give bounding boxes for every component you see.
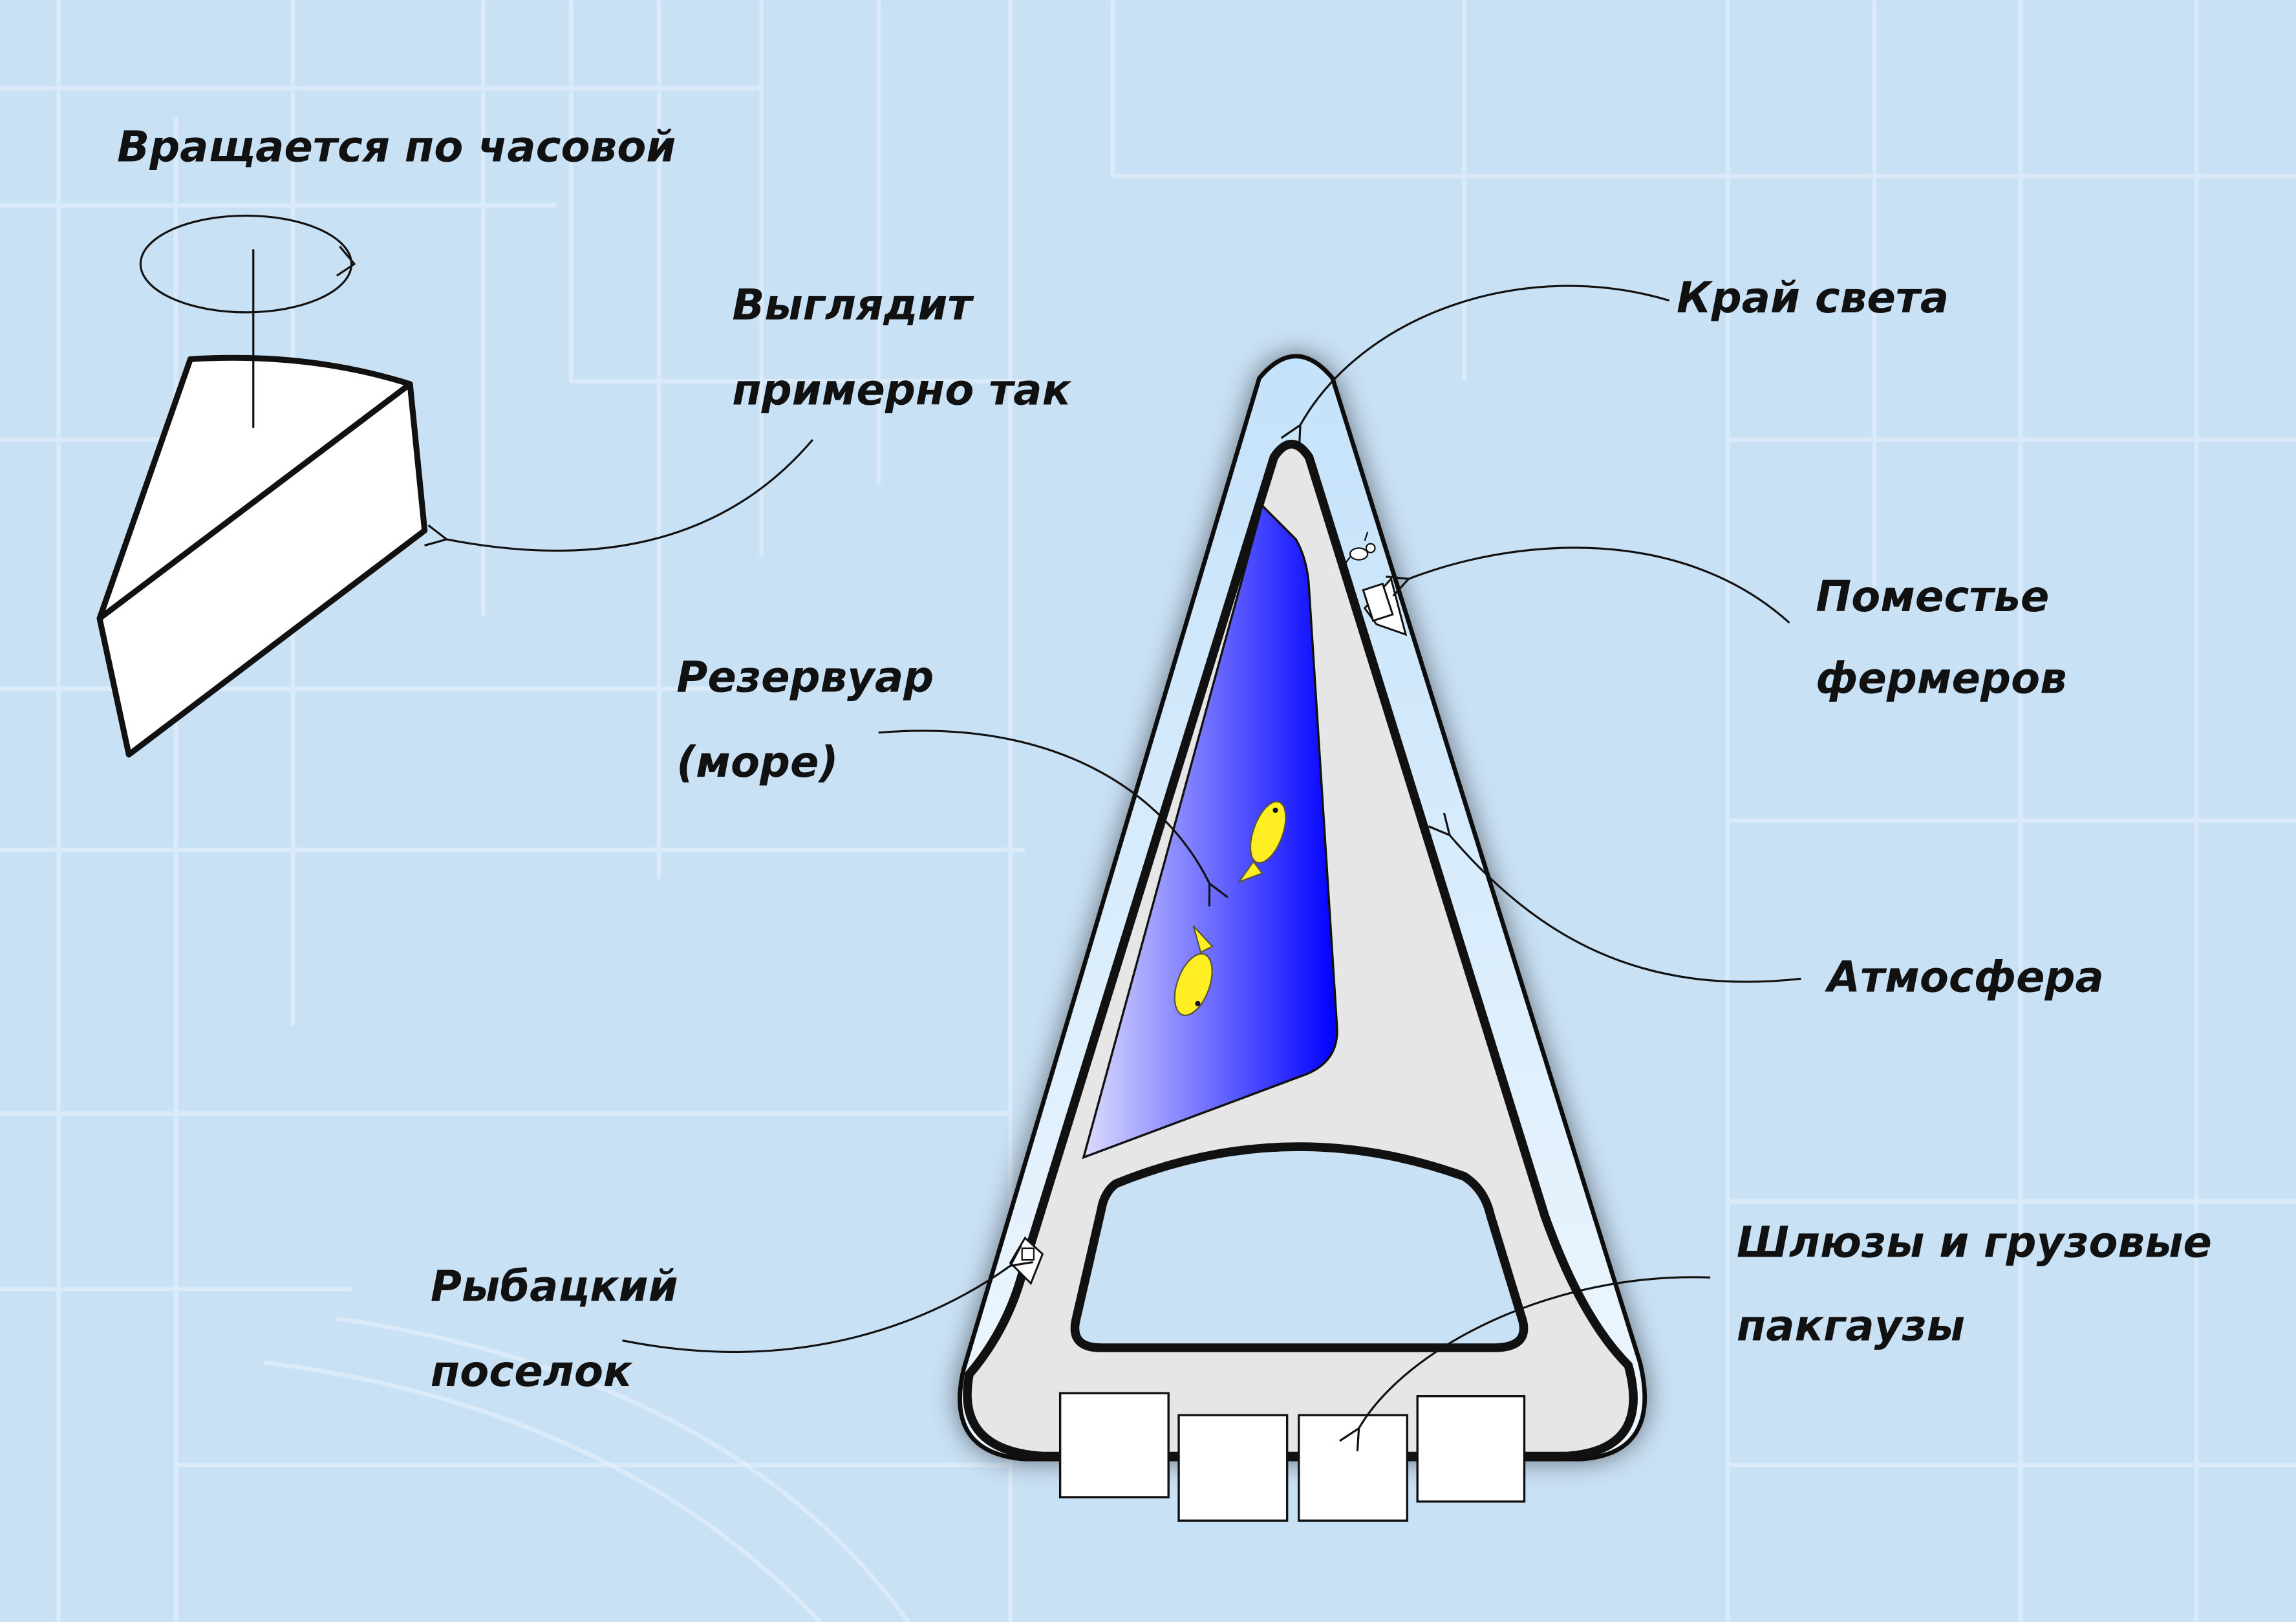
label-locks: Шлюзы и грузовые (1737, 1218, 2212, 1268)
fish-icon (1236, 801, 1287, 884)
habitat (958, 354, 1647, 1522)
cargo-box (1416, 1395, 1526, 1503)
arrow-locks (1359, 1276, 1711, 1429)
label-atmosphere: Атмосфера (1824, 953, 2104, 1002)
cargo-box (1298, 1414, 1409, 1522)
fish-icon (1174, 925, 1214, 1017)
label-fishing-2: поселок (431, 1347, 633, 1396)
label-rotation: Вращается по часовой (117, 123, 676, 172)
farm-house-icon (1362, 577, 1408, 636)
label-farmers: Поместье (1816, 572, 2049, 622)
label-farmers-2: фермеров (1816, 654, 2067, 704)
hull-opening (1070, 1142, 1529, 1352)
arrow-farmers (1409, 546, 1790, 624)
label-fishing: Рыбацкий (431, 1262, 678, 1312)
arrow-reservoir (878, 730, 1210, 883)
rotation-ellipse (139, 214, 353, 314)
reservoir-sea (1082, 503, 1338, 1160)
label-looks-like-2: примерно так (732, 366, 1071, 415)
label-reservoir-2: (море) (676, 738, 838, 787)
arrow-atmosphere (1450, 835, 1801, 983)
wedge-sketch (96, 214, 428, 758)
label-looks-like: Выглядит (732, 281, 974, 330)
cargo-box (1177, 1414, 1289, 1522)
arrow-looks-like (447, 438, 814, 552)
label-locks-2: пакгаузы (1737, 1302, 1965, 1351)
leader-arrows (447, 285, 1801, 1429)
cargo-box (1058, 1392, 1170, 1498)
arrow-edge (1300, 285, 1670, 425)
rotation-arrow-icon (336, 245, 356, 277)
label-reservoir: Резервуар (676, 653, 934, 702)
label-edge-of-world: Край света (1677, 274, 1949, 323)
labels: Вращается по часовой Выглядит примерно т… (117, 123, 2212, 1396)
person-icon (1342, 532, 1376, 568)
arrow-fishing (622, 1266, 1010, 1353)
